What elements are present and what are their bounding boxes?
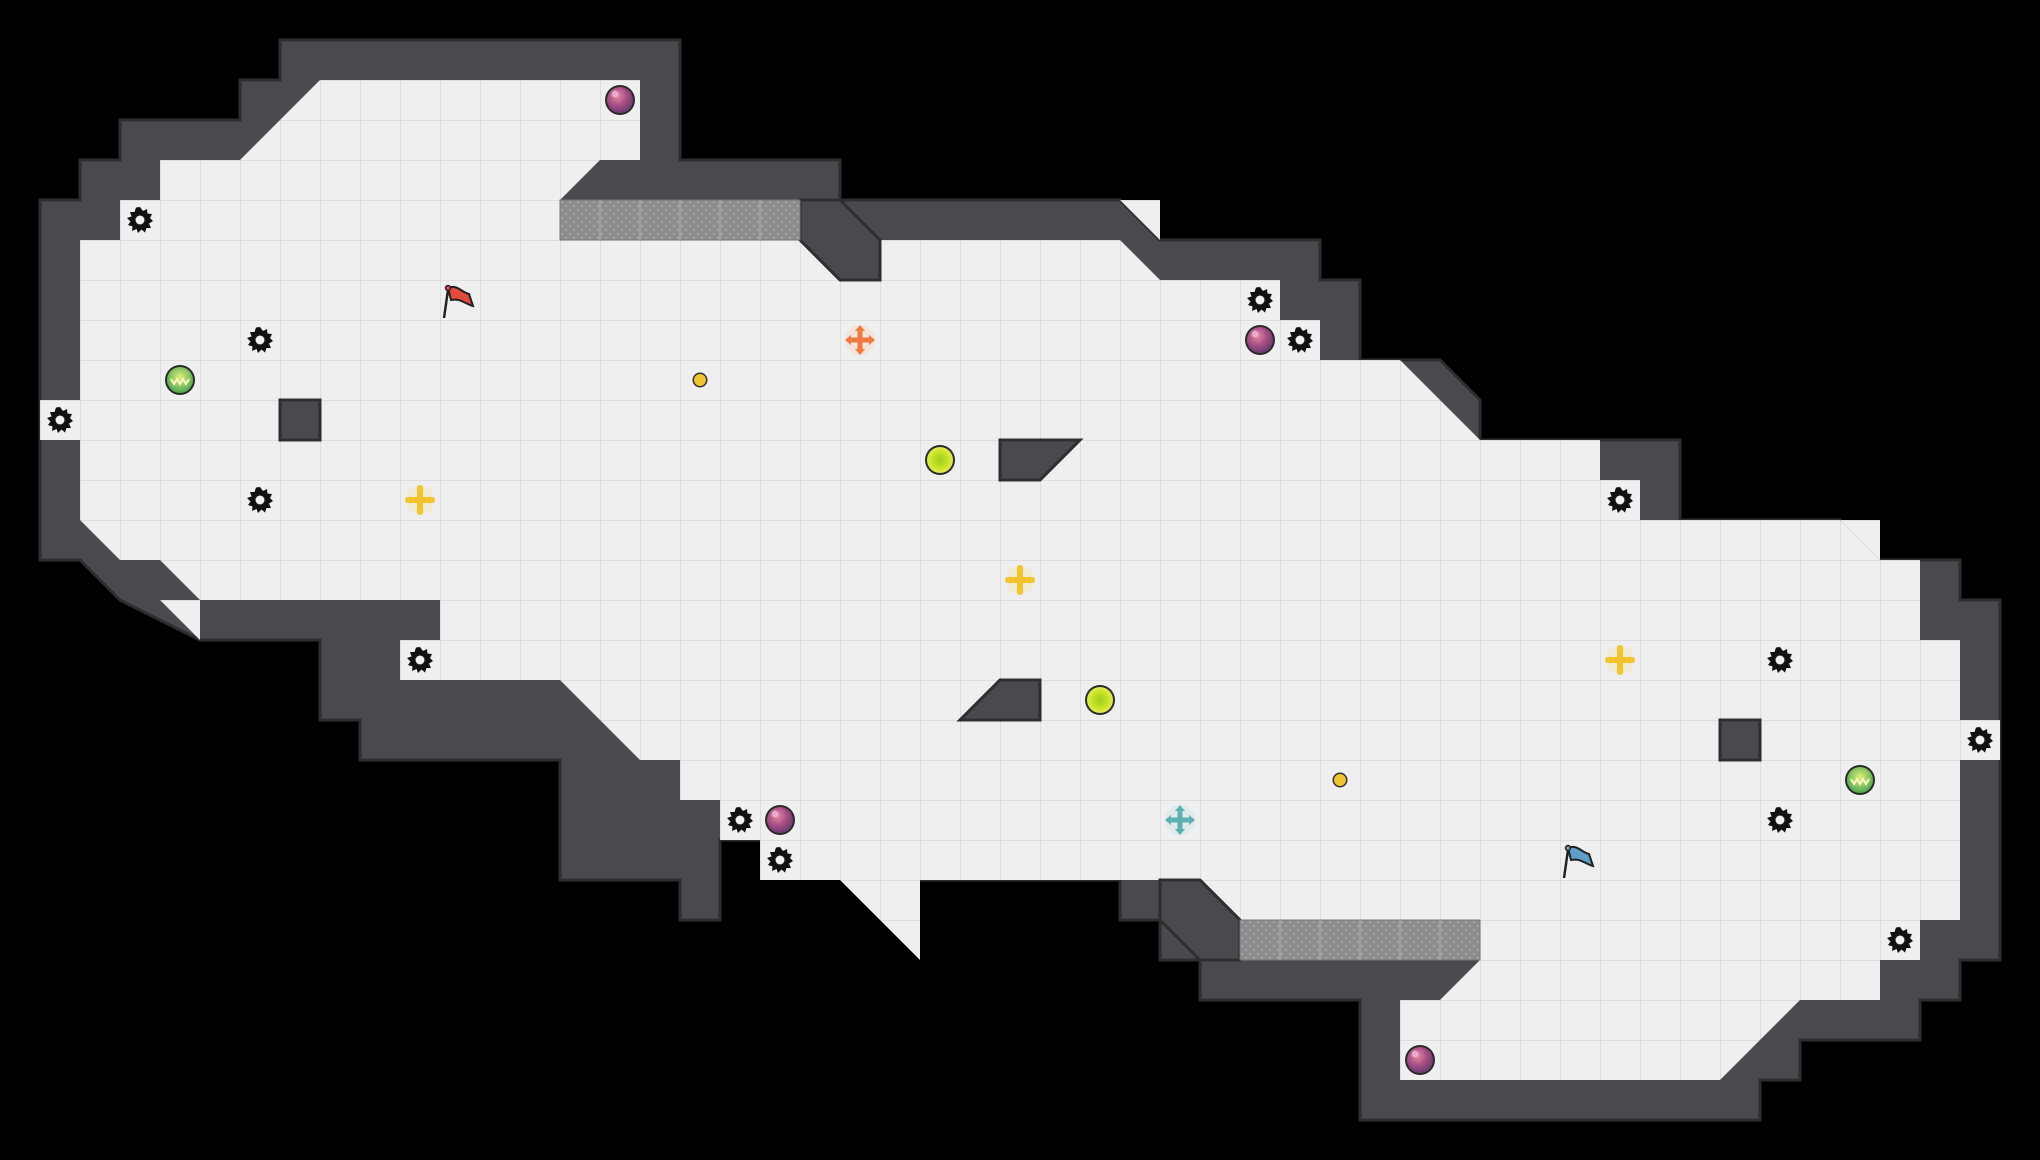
blue-booster-icon [1165, 805, 1195, 835]
powerup-icon [1605, 645, 1635, 675]
bomb-icon [605, 85, 635, 115]
gate-top [559, 199, 801, 241]
small-coin-icon [692, 372, 708, 388]
powerup-icon [1005, 565, 1035, 595]
small-coin-icon [1332, 772, 1348, 788]
jukejuice-icon [164, 364, 196, 396]
gate-bottom [1239, 919, 1481, 961]
red-booster-icon [845, 325, 875, 355]
bomb-icon [765, 805, 795, 835]
boost-pad-icon [1085, 685, 1115, 715]
powerup-icon [405, 485, 435, 515]
bomb-icon [1405, 1045, 1435, 1075]
red-flag-icon [442, 284, 475, 319]
blue-flag-icon [1562, 844, 1595, 879]
inner-walls [278, 198, 1762, 962]
boost-pad-icon [925, 445, 955, 475]
jukejuice-icon [1844, 764, 1876, 796]
bomb-icon [1245, 325, 1275, 355]
